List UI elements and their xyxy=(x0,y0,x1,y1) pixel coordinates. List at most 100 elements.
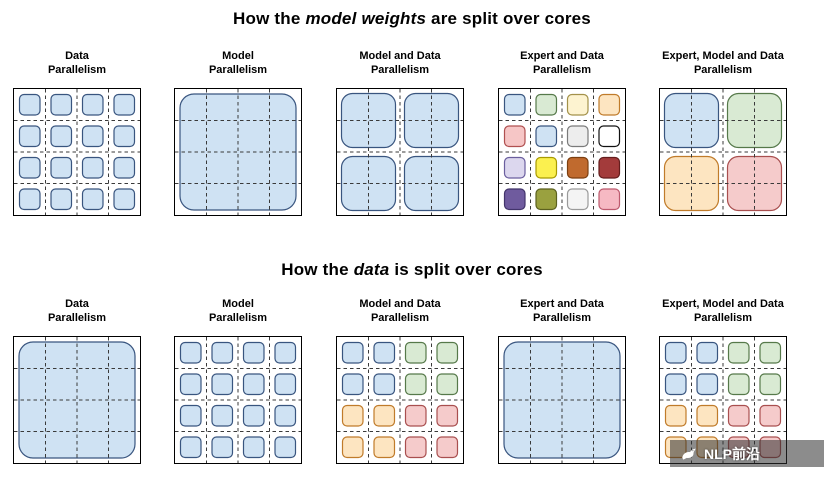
core-block-blue xyxy=(113,93,136,116)
panel-title-line: Parallelism xyxy=(208,63,268,76)
core-block-blue xyxy=(18,125,41,148)
data-section-title: How the data is split over cores xyxy=(0,260,824,280)
core-block-blue xyxy=(373,341,396,364)
panel-title-line: Parallelism xyxy=(532,63,592,76)
core-block-orange xyxy=(341,436,364,459)
core-block-red xyxy=(404,404,427,427)
core-grid-grid16 xyxy=(498,88,626,216)
panel-title-line: Data xyxy=(65,50,89,62)
core-block-green xyxy=(436,341,459,364)
core-block-yellow xyxy=(535,156,558,179)
core-block-blue xyxy=(242,436,265,459)
core-block-blue xyxy=(242,373,265,396)
core-block-blue xyxy=(179,373,202,396)
panel-title-line: Parallelism xyxy=(693,63,753,76)
core-block-orange xyxy=(598,93,621,116)
core-block-green xyxy=(727,341,750,364)
panel-title-line: Parallelism xyxy=(370,311,430,324)
core-block-blue xyxy=(50,188,73,211)
core-block-blue xyxy=(81,93,104,116)
core-block-blue xyxy=(18,93,41,116)
core-block-blue xyxy=(341,341,364,364)
core-block-blue xyxy=(18,188,41,211)
core-block-blue xyxy=(663,92,720,149)
core-block-blue xyxy=(696,373,719,396)
core-block-blue xyxy=(81,188,104,211)
core-block-blue xyxy=(50,125,73,148)
panel-title-line: Model xyxy=(222,50,254,62)
core-block-lavender xyxy=(503,156,526,179)
core-block-green xyxy=(759,373,782,396)
core-block-blue xyxy=(211,373,234,396)
core-block-orange xyxy=(373,436,396,459)
panel-title-line: Parallelism xyxy=(370,63,430,76)
core-block-cream xyxy=(566,93,589,116)
core-block-blue xyxy=(274,436,297,459)
core-block-green xyxy=(535,93,558,116)
title-text-emphasis: model weights xyxy=(305,9,427,28)
panel-title-line: Parallelism xyxy=(47,311,107,324)
panel-title-line: Expert and Data xyxy=(520,50,604,62)
panel-title-line: Model and Data xyxy=(359,50,441,62)
core-block-orange xyxy=(373,404,396,427)
panel-title-line: Expert, Model and Data xyxy=(662,298,784,310)
core-block-green xyxy=(404,373,427,396)
title-text-prefix: How the xyxy=(233,9,306,28)
panel-title-line: Parallelism xyxy=(693,311,753,324)
core-block-blue xyxy=(18,341,136,459)
core-block-blue xyxy=(179,341,202,364)
core-block-blue xyxy=(81,156,104,179)
core-grid-grid16 xyxy=(174,336,302,464)
core-block-red xyxy=(727,404,750,427)
panel-title-line: Parallelism xyxy=(532,311,592,324)
core-grid-full xyxy=(13,336,141,464)
bird-icon xyxy=(682,448,696,460)
title-text-suffix: is split over cores xyxy=(389,260,543,279)
core-block-green xyxy=(727,373,750,396)
core-block-blue xyxy=(274,341,297,364)
core-grid-full xyxy=(498,336,626,464)
core-block-blue xyxy=(340,92,397,149)
core-block-blue xyxy=(373,373,396,396)
core-block-blue xyxy=(113,125,136,148)
core-block-orange xyxy=(696,404,719,427)
panel-title-line: Model and Data xyxy=(359,298,441,310)
core-block-palegray xyxy=(566,188,589,211)
panel-title-line: Parallelism xyxy=(47,63,107,76)
core-block-blue xyxy=(211,341,234,364)
core-block-blue xyxy=(274,373,297,396)
watermark-text: NLP前沿 xyxy=(704,445,760,462)
core-block-blue xyxy=(50,156,73,179)
core-block-blue xyxy=(179,404,202,427)
core-block-green xyxy=(436,373,459,396)
core-block-blue xyxy=(113,156,136,179)
core-block-orange xyxy=(664,404,687,427)
core-block-blue xyxy=(211,404,234,427)
core-block-blue xyxy=(274,404,297,427)
core-block-red xyxy=(436,436,459,459)
core-grid-grid16 xyxy=(336,336,464,464)
core-block-white xyxy=(598,125,621,148)
core-block-blue xyxy=(211,436,234,459)
core-block-blue xyxy=(242,341,265,364)
core-block-blue xyxy=(242,404,265,427)
core-block-blue xyxy=(535,125,558,148)
core-block-brown xyxy=(566,156,589,179)
core-block-blue xyxy=(503,341,621,459)
core-block-purple xyxy=(503,188,526,211)
core-block-blue xyxy=(179,436,202,459)
